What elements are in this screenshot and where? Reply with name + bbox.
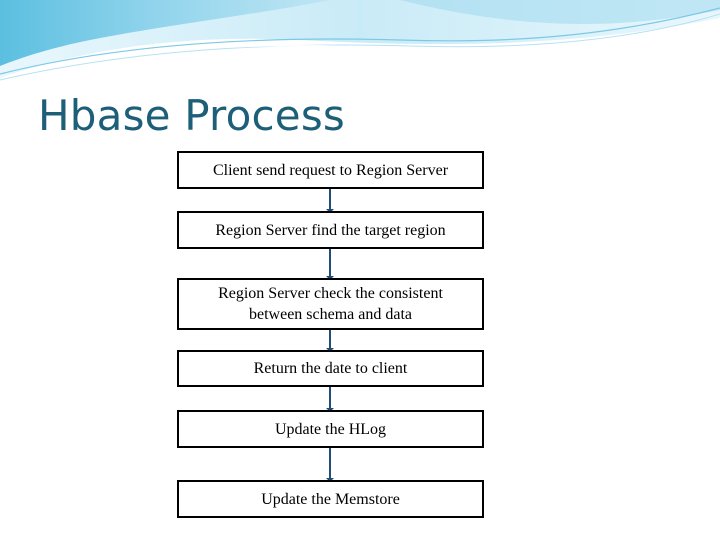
slide-title: Hbase Process <box>38 91 345 140</box>
banner-line-2 <box>0 13 720 81</box>
banner-line-1 <box>0 7 720 75</box>
flow-step-label: Update the HLog <box>274 420 387 438</box>
flow-connector <box>326 387 334 412</box>
flow-step-update-hlog: Update the HLog <box>177 410 484 448</box>
header-banner <box>0 0 720 81</box>
flow-step-client-request: Client send request to Region Server <box>177 151 484 189</box>
flow-step-update-memstore: Update the Memstore <box>177 480 484 518</box>
flow-step-label: Region Server check the consistent betwe… <box>218 285 443 323</box>
flow-connector <box>326 249 334 280</box>
flow-step-return-data: Return the date to client <box>177 350 484 387</box>
banner-wave-front <box>0 0 330 66</box>
flow-step-label: Region Server find the target region <box>215 221 446 239</box>
flow-step-label: Return the date to client <box>253 360 408 377</box>
flow-connector <box>326 330 334 352</box>
flow-step-label: Update the Memstore <box>261 490 400 508</box>
flow-step-find-region: Region Server find the target region <box>177 211 484 249</box>
banner-wave-accent <box>400 0 720 24</box>
flow-connector <box>326 189 334 213</box>
flow-connector <box>326 448 334 482</box>
banner-line-3 <box>29 44 431 73</box>
flow-step-check-consistency: Region Server check the consistent betwe… <box>177 278 484 330</box>
flow-step-label: Client send request to Region Server <box>212 161 449 179</box>
